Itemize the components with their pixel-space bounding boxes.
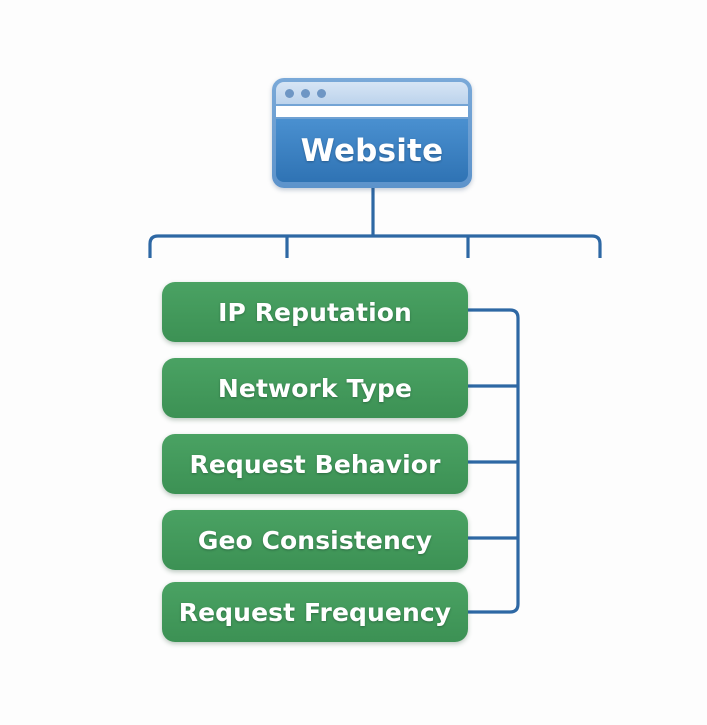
factor-node-ip-reputation[interactable]: IP Reputation xyxy=(162,282,468,342)
browser-address-bar xyxy=(276,106,468,117)
factor-label: Geo Consistency xyxy=(197,525,433,555)
factor-label: Request Behavior xyxy=(189,449,441,479)
factor-node-network-type[interactable]: Network Type xyxy=(162,358,468,418)
browser-content-area: Website xyxy=(276,119,468,182)
factor-node-geo-consistency[interactable]: Geo Consistency xyxy=(162,510,468,570)
root-node-website[interactable]: Website xyxy=(272,78,472,188)
factor-node-request-frequency[interactable]: Request Frequency xyxy=(162,582,468,642)
horizontal-bus-line xyxy=(148,234,602,258)
factor-label: Request Frequency xyxy=(178,597,452,627)
factor-label: Network Type xyxy=(217,373,413,403)
factor-node-request-behavior[interactable]: Request Behavior xyxy=(162,434,468,494)
window-dot-1-icon xyxy=(285,88,294,98)
root-node-label: Website xyxy=(300,132,444,169)
browser-titlebar xyxy=(276,82,468,104)
window-dot-2-icon xyxy=(301,88,310,98)
window-dot-3-icon xyxy=(317,88,326,98)
right-collector-bus xyxy=(468,308,520,614)
factor-label: IP Reputation xyxy=(218,297,412,327)
